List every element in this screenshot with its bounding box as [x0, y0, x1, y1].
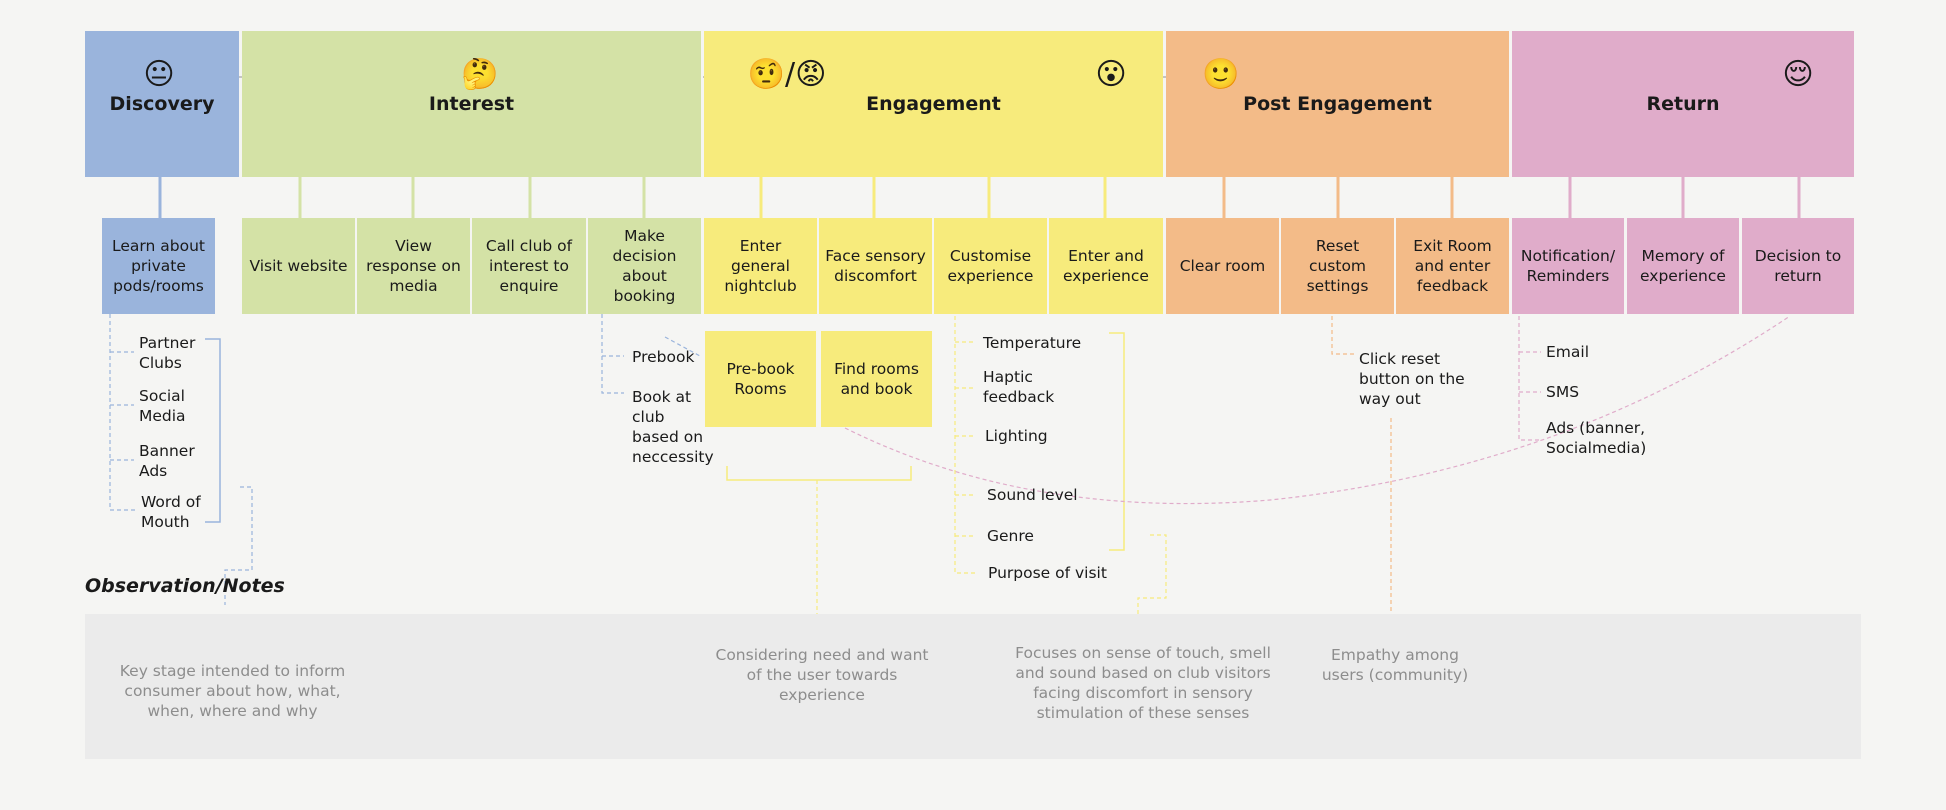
stage-discovery: Discovery — [85, 31, 239, 177]
reminder-channel: Email — [1546, 343, 1590, 361]
step-call-club: Call club of interest to enquire — [472, 218, 586, 314]
step-face-discomfort: Face sensory discomfort — [819, 218, 932, 314]
note-empathy: Empathy among users (community) — [1321, 646, 1469, 684]
card-prebook-rooms: Pre-book Rooms — [705, 331, 816, 427]
custom-option: Haptic feedback — [983, 368, 1055, 406]
channel-item: Social Media — [139, 387, 186, 425]
reset-detail: Click reset button on the way out — [1359, 350, 1465, 408]
note-sensory: Focuses on sense of touch, smell and sou… — [1015, 644, 1271, 722]
notes-title: Observation/Notes — [85, 575, 285, 597]
booking-option: Book at club based on neccessity — [632, 388, 714, 466]
step-view-response: View response on media — [357, 218, 470, 314]
booking-option: Prebook — [632, 348, 695, 366]
custom-option: Purpose of visit — [988, 564, 1107, 582]
thinking-face-icon: 🤔 — [461, 57, 499, 92]
note-booking: Considering need and want of the user to… — [715, 646, 929, 704]
custom-option: Genre — [987, 527, 1034, 545]
surprised-face-icon: 😮 — [1095, 57, 1127, 92]
step-visit-website: Visit website — [242, 218, 355, 314]
custom-option: Lighting — [985, 427, 1048, 445]
neutral-face-icon: 😐 — [143, 57, 175, 92]
step-enter-and-experience: Enter and experience — [1049, 218, 1163, 314]
note-discovery: Key stage intended to inform consumer ab… — [119, 662, 346, 720]
channel-item: Partner Clubs — [139, 334, 196, 372]
step-enter-nightclub: Enter general nightclub — [704, 218, 817, 314]
step-customise-experience: Customise experience — [934, 218, 1047, 314]
stage-return: Return — [1512, 31, 1854, 177]
notes-panel — [85, 614, 1861, 759]
step-decision-return: Decision to return — [1742, 218, 1854, 314]
stage-label: Engagement — [866, 93, 1001, 115]
stage-post-engagement: Post Engagement — [1166, 31, 1509, 177]
step-memory: Memory of experience — [1627, 218, 1739, 314]
stage-interest: Interest — [242, 31, 701, 177]
step-reset-settings: Reset custom settings — [1281, 218, 1394, 314]
skeptical-angry-face-icon: 🤨/😡 — [747, 57, 827, 92]
stage-label: Discovery — [109, 93, 215, 115]
step-clear-room: Clear room — [1166, 218, 1279, 314]
custom-option: Temperature — [983, 334, 1082, 352]
reminder-channel: Ads (banner, Socialmedia) — [1546, 419, 1647, 457]
step-make-decision: Make decision about booking — [588, 218, 701, 314]
stage-label: Interest — [428, 93, 515, 115]
smiling-face-icon: 🙂 — [1202, 57, 1240, 92]
channel-item: Banner Ads — [139, 442, 195, 480]
channel-item: Word of Mouth — [141, 493, 201, 531]
step-exit-room: Exit Room and enter feedback — [1396, 218, 1509, 314]
step-notification: Notification/ Reminders — [1512, 218, 1624, 314]
card-find-rooms: Find rooms and book — [821, 331, 932, 427]
custom-option: Sound level — [987, 486, 1078, 504]
stage-engagement: Engagement — [704, 31, 1163, 177]
step-learn-about-pods: Learn about private pods/rooms — [102, 218, 215, 314]
stage-label: Post Engagement — [1243, 93, 1432, 115]
reminder-channel: SMS — [1546, 383, 1580, 401]
stage-label: Return — [1646, 93, 1720, 115]
relieved-face-icon: 😌 — [1782, 57, 1814, 92]
